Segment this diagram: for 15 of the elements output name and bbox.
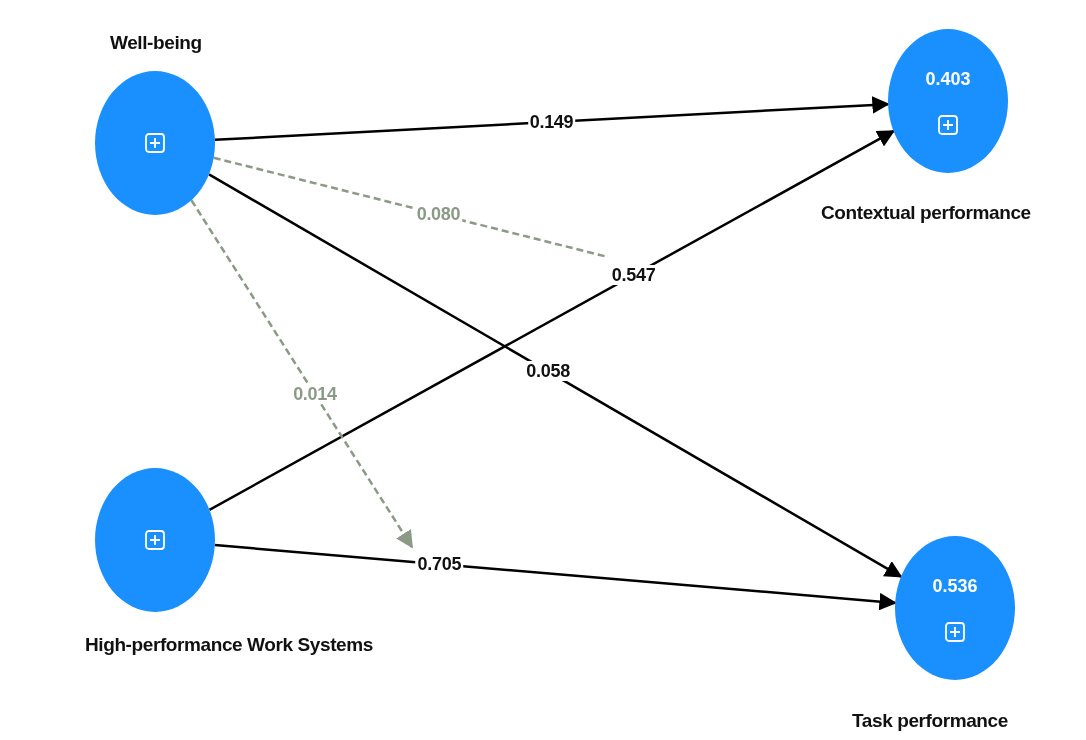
construct-label: Contextual performance	[821, 202, 1031, 224]
r-squared-value: 0.403	[924, 69, 972, 90]
arrow	[214, 96, 890, 142]
arrow	[214, 543, 897, 611]
construct-label: High-performance Work Systems	[85, 634, 373, 656]
path-coefficient: 0.080	[414, 204, 463, 225]
r-squared-value: 0.536	[931, 576, 979, 597]
path-coefficient: 0.014	[291, 384, 339, 405]
arrow	[190, 199, 414, 549]
construct-label: Task performance	[852, 710, 1008, 732]
path-coefficient: 0.058	[524, 361, 572, 382]
arrow	[208, 173, 903, 578]
arrow	[208, 130, 896, 511]
construct-label: Well-being	[110, 32, 202, 54]
path-coefficient: 0.547	[609, 265, 658, 286]
